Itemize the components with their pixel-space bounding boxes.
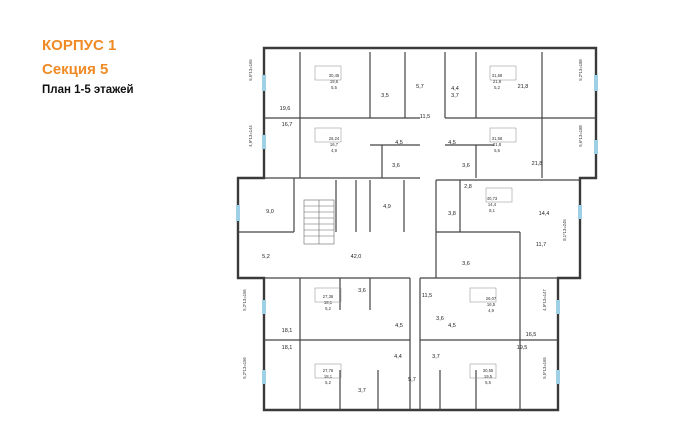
dimension-label: 5,5*13=165 bbox=[542, 357, 547, 379]
room-area-label: 18,1 bbox=[282, 328, 293, 334]
dimension-label: 4,9*13=147 bbox=[542, 289, 547, 311]
room-area-label: 3,6 bbox=[436, 316, 444, 322]
dimension-label: 5,2*13=156 bbox=[242, 357, 247, 379]
apartment-area-value: 30,45 bbox=[329, 73, 340, 78]
room-area-label: 11,5 bbox=[422, 293, 432, 299]
outer-walls bbox=[236, 46, 598, 412]
dimension-label: 5,5*13=165 bbox=[248, 59, 253, 81]
room-area-label: 3,6 bbox=[462, 261, 470, 267]
apartment-area-value: 40,73 bbox=[487, 196, 498, 201]
room-area-label: 3,5 bbox=[381, 93, 389, 99]
apartment-area-value: 5,2 bbox=[325, 380, 331, 385]
dimension-label: 4,9*13=144 bbox=[248, 125, 253, 147]
apartment-area-value: 27,36 bbox=[323, 294, 334, 299]
room-area-label: 3,7 bbox=[432, 354, 440, 360]
room-area-label: 14,4 bbox=[539, 211, 550, 217]
room-area-label: 5,7 bbox=[408, 377, 416, 383]
section-title: Секция 5 bbox=[42, 61, 109, 78]
apartment-area-value: 21,8 bbox=[493, 142, 502, 147]
furniture bbox=[314, 65, 517, 379]
apartment-area-value: 19,6 bbox=[330, 79, 339, 84]
room-area-label: 4,5 bbox=[395, 323, 403, 329]
room-area-label: 21,8 bbox=[532, 161, 543, 167]
room-area-label: 19,6 bbox=[280, 106, 291, 112]
room-area-label: 5,2 bbox=[262, 254, 270, 260]
room-area-label: 3,6 bbox=[462, 163, 470, 169]
room-area-label: 9,0 bbox=[266, 209, 274, 215]
apartment-area-value: 5,2 bbox=[325, 306, 331, 311]
room-area-label: 4,4 bbox=[451, 86, 459, 92]
apartment-area-value: 30,55 bbox=[483, 368, 494, 373]
apartment-area-value: 14,4 bbox=[488, 202, 497, 207]
room-area-label: 11,7 bbox=[536, 242, 546, 248]
room-area-label: 16,7 bbox=[282, 122, 293, 128]
apartment-area-value: 21,8 bbox=[493, 79, 502, 84]
room-area-label: 4,5 bbox=[448, 323, 456, 329]
room-area-label: 3,8 bbox=[448, 211, 456, 217]
room-area-label: 16,5 bbox=[526, 332, 537, 338]
windows bbox=[236, 75, 598, 384]
apartment-area-value: 4,9 bbox=[488, 308, 494, 313]
room-area-label: 18,1 bbox=[282, 345, 293, 351]
apartment-area-value: 18,1 bbox=[324, 374, 333, 379]
dimension-label: 5,2*13=156 bbox=[242, 289, 247, 311]
apartment-area-value: 4,9 bbox=[331, 148, 337, 153]
room-area-label: 4,5 bbox=[395, 140, 403, 146]
apartment-area-value: 5,2 bbox=[494, 85, 500, 90]
apartment-labels: 30,4519,65,531,5821,85,226,2416,74,931,5… bbox=[323, 73, 503, 385]
apartment-area-value: 26,07 bbox=[486, 296, 497, 301]
room-area-label: 19,5 bbox=[517, 345, 528, 351]
apartment-area-value: 5,5 bbox=[485, 380, 491, 385]
apartment-area-value: 19,5 bbox=[484, 374, 493, 379]
room-area-label: 3,7 bbox=[451, 93, 459, 99]
room-area-label: 42,0 bbox=[351, 254, 362, 260]
room-area-label: 3,6 bbox=[392, 163, 400, 169]
room-area-label: 4,5 bbox=[448, 140, 456, 146]
apartment-area-value: 5,5 bbox=[331, 85, 337, 90]
room-area-label: 11,5 bbox=[420, 114, 430, 120]
dimension-label: 8,1*13=245 bbox=[562, 219, 567, 241]
room-area-label: 21,8 bbox=[518, 84, 529, 90]
room-area-label: 3,6 bbox=[358, 288, 366, 294]
room-area-label: 5,7 bbox=[416, 84, 424, 90]
apartment-area-value: 16,7 bbox=[330, 142, 339, 147]
apartment-area-value: 31,58 bbox=[492, 73, 503, 78]
interior-walls bbox=[238, 52, 596, 410]
building-title: КОРПУС 1 bbox=[42, 37, 117, 54]
dimension-labels: 5,5*13=165 5,2*13=188 4,9*13=144 5,6*13=188… bbox=[242, 59, 583, 379]
apartment-area-value: 16,5 bbox=[487, 302, 496, 307]
room-area-label: 3,7 bbox=[358, 388, 366, 394]
apartment-area-value: 8,1 bbox=[489, 208, 495, 213]
room-area-label: 2,8 bbox=[464, 184, 472, 190]
dimension-label: 5,6*13=188 bbox=[578, 125, 583, 147]
room-area-label: 4,9 bbox=[383, 204, 391, 210]
staircase bbox=[303, 199, 335, 245]
apartment-area-value: 27,76 bbox=[323, 368, 334, 373]
apartment-area-value: 26,24 bbox=[329, 136, 340, 141]
room-area-label: 4,4 bbox=[394, 354, 402, 360]
dimension-label: 5,2*13=188 bbox=[578, 59, 583, 81]
apartment-area-value: 18,1 bbox=[324, 300, 333, 305]
apartment-area-value: 5,6 bbox=[494, 148, 500, 153]
floors-subtitle: План 1-5 этажей bbox=[42, 84, 134, 96]
apartment-area-value: 31,58 bbox=[492, 136, 503, 141]
